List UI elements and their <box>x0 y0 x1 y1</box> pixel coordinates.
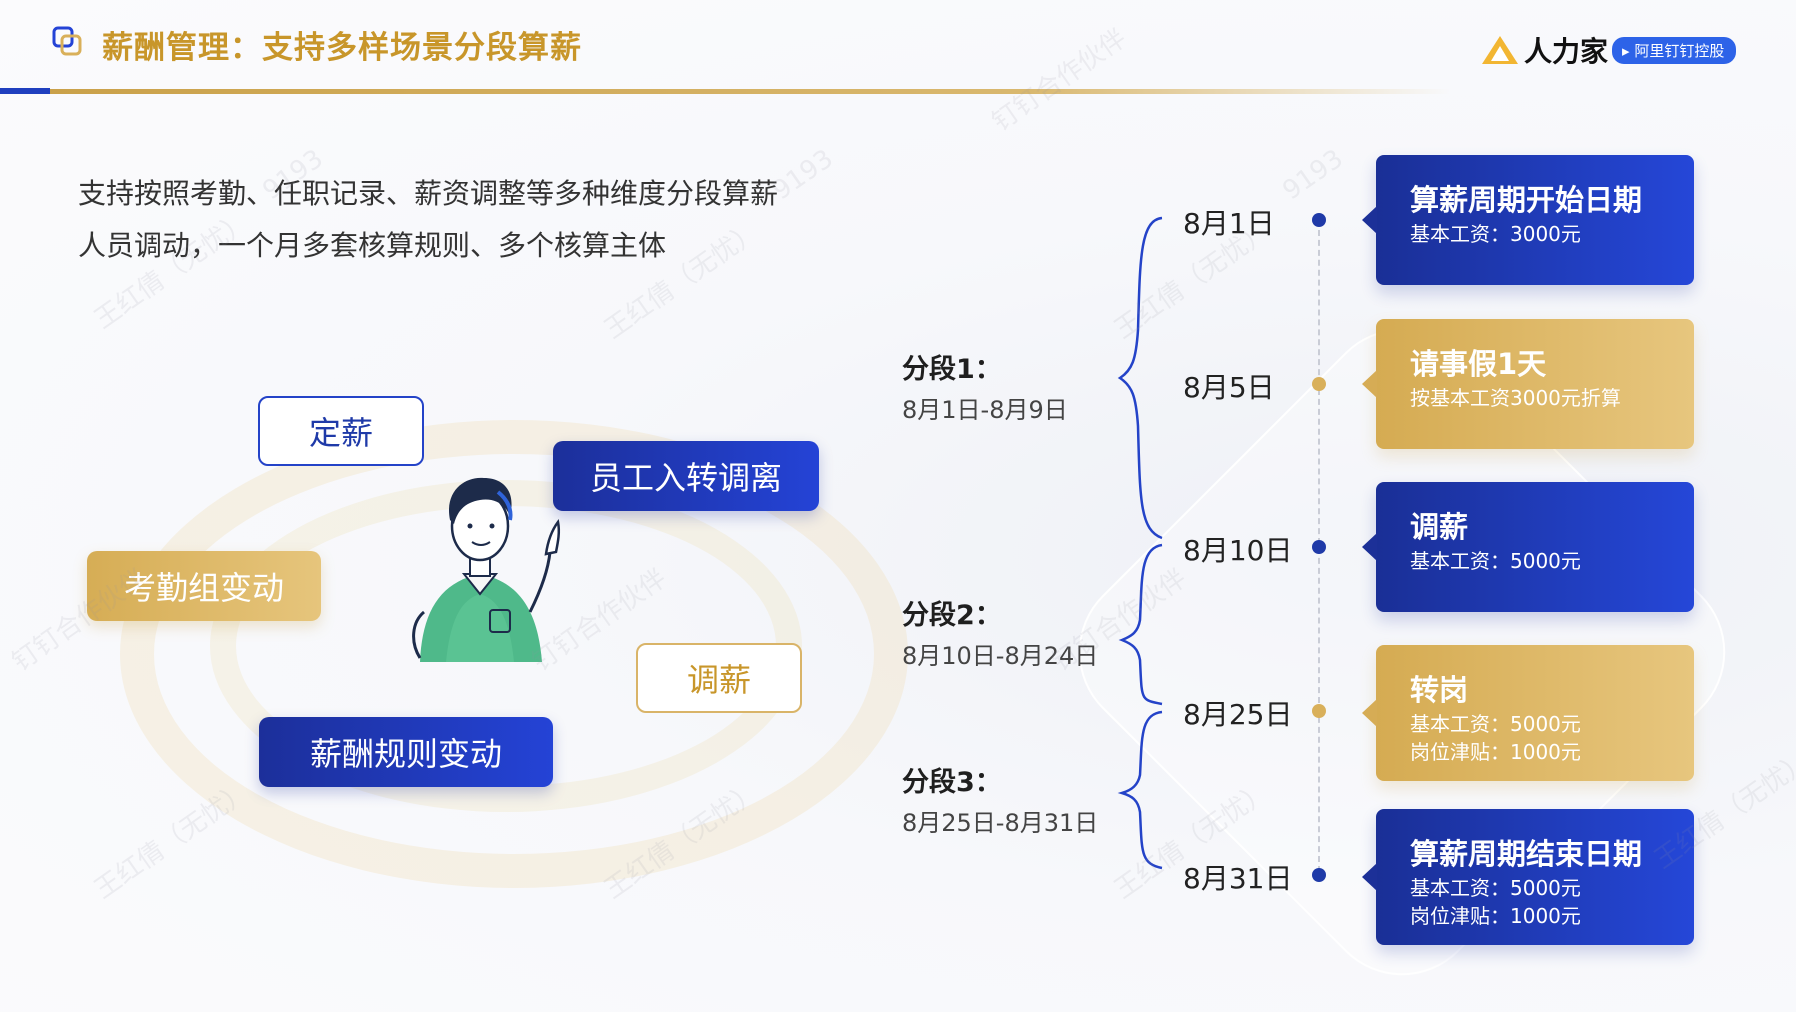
timeline-card-2: 请事假1天 按基本工资3000元折算 <box>1362 319 1694 449</box>
card-line: 岗位津贴：1000元 <box>1410 740 1581 764</box>
card-title: 转岗 <box>1410 673 1469 707</box>
description-line-2: 人员调动，一个月多套核算规则、多个核算主体 <box>78 229 667 262</box>
card-line: 基本工资：3000元 <box>1410 222 1581 246</box>
card-pointer <box>1362 206 1377 234</box>
timeline-dot-2 <box>1312 377 1326 391</box>
segment-1: 分段1： 8月1日-8月9日 <box>902 347 1068 425</box>
description-line-1: 支持按照考勤、任职记录、薪资调整等多种维度分段算薪 <box>78 177 779 210</box>
tag-attendance: 考勤组变动 <box>87 551 321 621</box>
brand-name: 人力家 <box>1524 35 1609 68</box>
page-title: 薪酬管理：支持多样场景分段算薪 <box>102 30 582 66</box>
segment-3-range: 8月25日-8月31日 <box>902 809 1099 837</box>
header-divider-accent <box>0 88 50 94</box>
segment-1-title: 分段1： <box>902 354 1002 385</box>
watermark: 王红倩（无忧） <box>89 206 256 336</box>
card-pointer <box>1362 699 1377 727</box>
watermark: 9193 <box>1277 143 1349 207</box>
brand-logo: 人力家 ▸ 阿里钉钉控股 <box>1480 30 1737 70</box>
timeline-card-3: 调薪 基本工资：5000元 <box>1362 482 1694 612</box>
card-title: 算薪周期结束日期 <box>1410 837 1643 871</box>
tag-dingxin: 定薪 <box>258 396 424 466</box>
timeline-dot-4 <box>1312 704 1326 718</box>
timeline-card-4: 转岗 基本工资：5000元 岗位津贴：1000元 <box>1362 645 1694 781</box>
timeline-date-1: 8月1日 <box>1183 207 1275 240</box>
card-pointer <box>1362 370 1377 398</box>
watermark: 钉钉合作伙伴 <box>986 23 1132 138</box>
segment-2-title: 分段2： <box>902 600 1002 631</box>
timeline-dot-5 <box>1312 868 1326 882</box>
timeline-card-5: 算薪周期结束日期 基本工资：5000元 岗位津贴：1000元 <box>1362 809 1694 945</box>
card-line: 基本工资：5000元 <box>1410 549 1581 573</box>
timeline-dot-1 <box>1312 213 1326 227</box>
timeline-date-5: 8月31日 <box>1183 862 1293 895</box>
card-title: 调薪 <box>1410 510 1469 544</box>
person-illustration <box>412 477 561 662</box>
watermark: 9193 <box>767 143 839 207</box>
card-title: 请事假1天 <box>1410 347 1547 381</box>
card-title: 算薪周期开始日期 <box>1410 183 1643 217</box>
tag-onboarding: 员工入转调离 <box>553 441 819 511</box>
timeline-date-3: 8月10日 <box>1183 534 1293 567</box>
brand-mark-icon <box>1482 36 1518 64</box>
segment-2: 分段2： 8月10日-8月24日 <box>902 593 1098 671</box>
tag-rule-change: 薪酬规则变动 <box>259 717 553 787</box>
card-line: 岗位津贴：1000元 <box>1410 904 1581 928</box>
segment-braces <box>1117 216 1163 870</box>
card-line: 基本工资：5000元 <box>1410 712 1581 736</box>
segment-3-title: 分段3： <box>902 767 1002 798</box>
timeline-date-4: 8月25日 <box>1183 698 1293 731</box>
segment-1-range: 8月1日-8月9日 <box>902 396 1068 424</box>
card-pointer <box>1362 863 1377 891</box>
segment-2-range: 8月10日-8月24日 <box>902 642 1099 670</box>
segment-3: 分段3： 8月25日-8月31日 <box>902 760 1098 838</box>
app-logo-icon <box>52 26 82 56</box>
card-line: 按基本工资3000元折算 <box>1410 386 1621 410</box>
timeline-card-1: 算薪周期开始日期 基本工资：3000元 <box>1362 155 1694 285</box>
tag-adjust: 调薪 <box>636 643 802 713</box>
header-divider <box>50 89 1450 94</box>
card-line: 基本工资：5000元 <box>1410 876 1581 900</box>
timeline-dot-3 <box>1312 540 1326 554</box>
brand-badge: ▸ 阿里钉钉控股 <box>1612 36 1737 64</box>
card-pointer <box>1362 533 1377 561</box>
timeline-date-2: 8月5日 <box>1183 371 1275 404</box>
